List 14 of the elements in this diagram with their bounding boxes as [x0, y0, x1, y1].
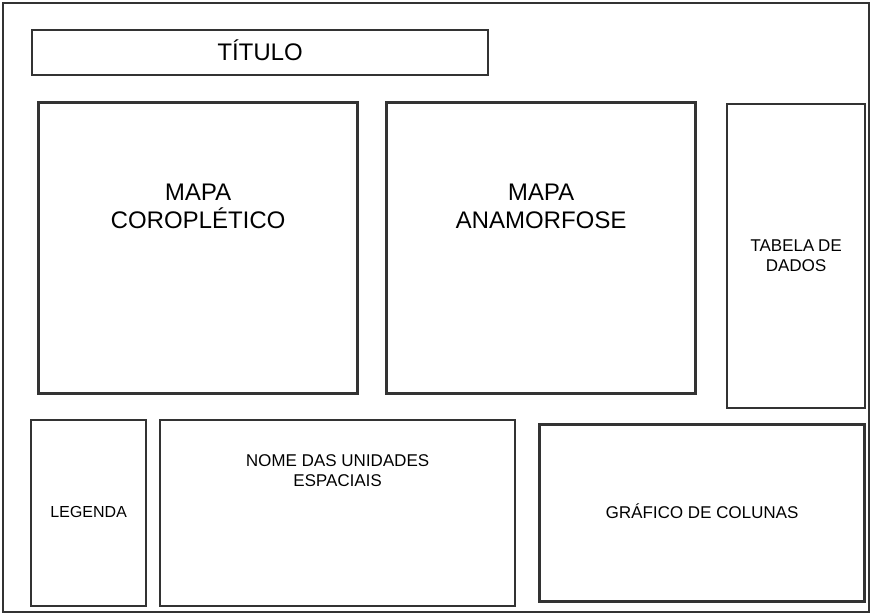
panel-label: GRÁFICO DE COLUNAS [606, 503, 798, 523]
panel-label: MAPA ANAMORFOSE [454, 179, 628, 234]
panel-label: MAPA COROPLÉTICO [110, 179, 286, 234]
map-panel [385, 101, 697, 395]
legend-panel [30, 419, 147, 607]
label-panel [159, 419, 516, 607]
panel-label: NOME DAS UNIDADES ESPACIAIS [244, 451, 430, 490]
panel-label: LEGENDA [50, 504, 127, 522]
table-panel [726, 103, 866, 409]
chart-panel [538, 423, 866, 603]
title-box [31, 29, 489, 76]
map-panel [37, 101, 359, 395]
panel-label: TÍTULO [217, 38, 303, 66]
panel-label: TABELA DE DADOS [749, 236, 843, 276]
